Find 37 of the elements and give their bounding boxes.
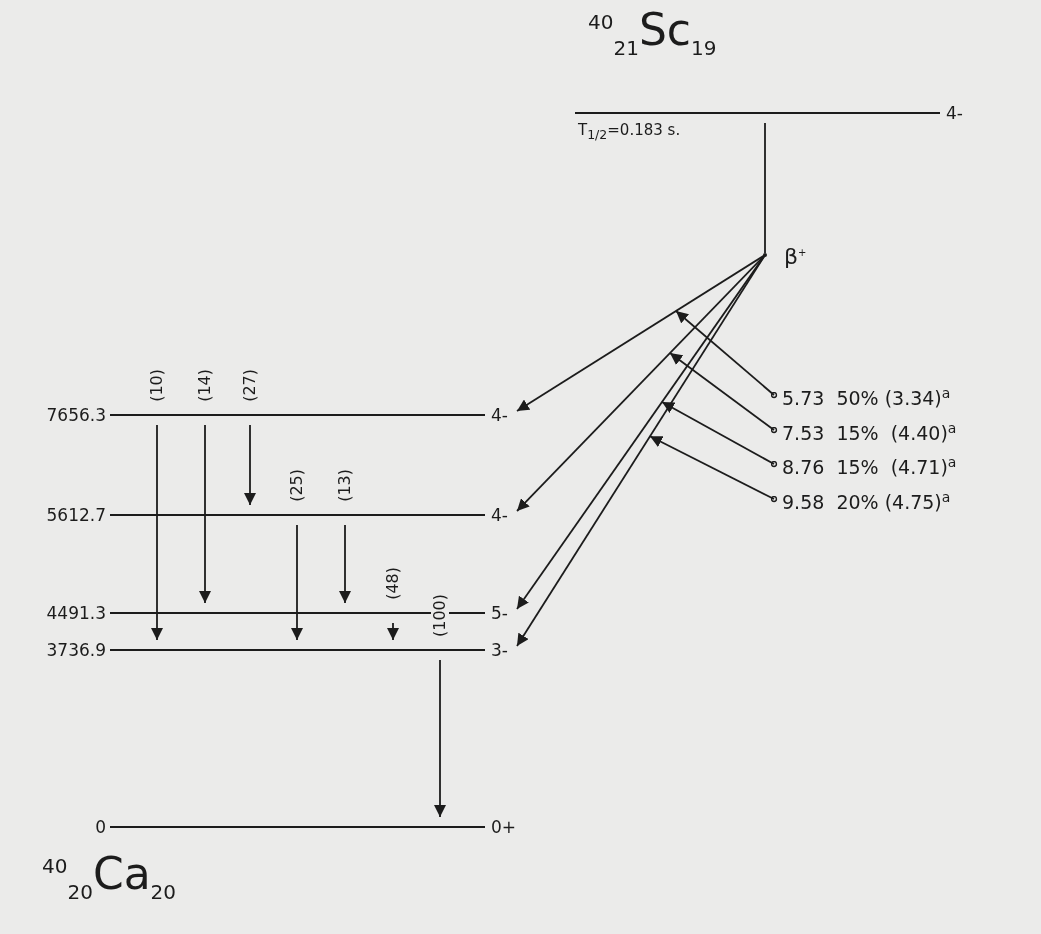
transition-arrow (516, 254, 766, 512)
transition-arrow (199, 424, 211, 604)
transition-arrow (291, 524, 303, 641)
transition-arrow (244, 424, 256, 506)
energy-label: 7656.3 (45, 405, 107, 425)
spin-parity-label: 3- (490, 640, 509, 660)
energy-label: 3736.9 (45, 640, 107, 660)
spin-parity-label: 0+ (490, 817, 515, 837)
energy-label: 0 (94, 817, 107, 837)
beta-branch-note: 9.58 20% (4.75)$^{a}$ (782, 485, 951, 515)
beta-branch-note: 8.76 15% (4.71)$^{a}$ (782, 450, 957, 480)
energy-label: 5612.7 (45, 505, 107, 525)
edge-label: (48) (384, 566, 402, 601)
branch-point (763, 253, 767, 257)
leader-line (661, 401, 778, 468)
edge-label: (27) (241, 368, 259, 403)
decay-mode-label: β$^{+}$ (784, 244, 807, 269)
transition-arrow (434, 659, 446, 818)
transition-arrow (151, 424, 163, 641)
leader-line (649, 435, 778, 503)
transition-arrow (387, 622, 399, 641)
energy-label: 4491.3 (45, 603, 107, 623)
spin-parity-label: 4- (490, 505, 509, 525)
edge-label: (10) (148, 368, 166, 403)
beta-branch-note: 7.53 15% (4.40)$^{a}$ (782, 416, 957, 446)
edge-label: (13) (336, 468, 354, 503)
half-life-label: T$_{1/2}$=0.183 s. (578, 121, 681, 142)
leader-line (669, 352, 778, 434)
edge-label: (25) (288, 468, 306, 503)
edge-label: (100) (431, 592, 449, 638)
spin-parity-label: 4- (490, 405, 509, 425)
edge-label: (14) (196, 368, 214, 403)
beta-branch-note: 5.73 50% (3.34)$^{a}$ (782, 381, 951, 411)
leader-line (675, 310, 778, 399)
transition-arrow (339, 524, 351, 604)
spin-parity-label: 5- (490, 603, 509, 623)
spin-parity-label: 4- (945, 103, 964, 123)
